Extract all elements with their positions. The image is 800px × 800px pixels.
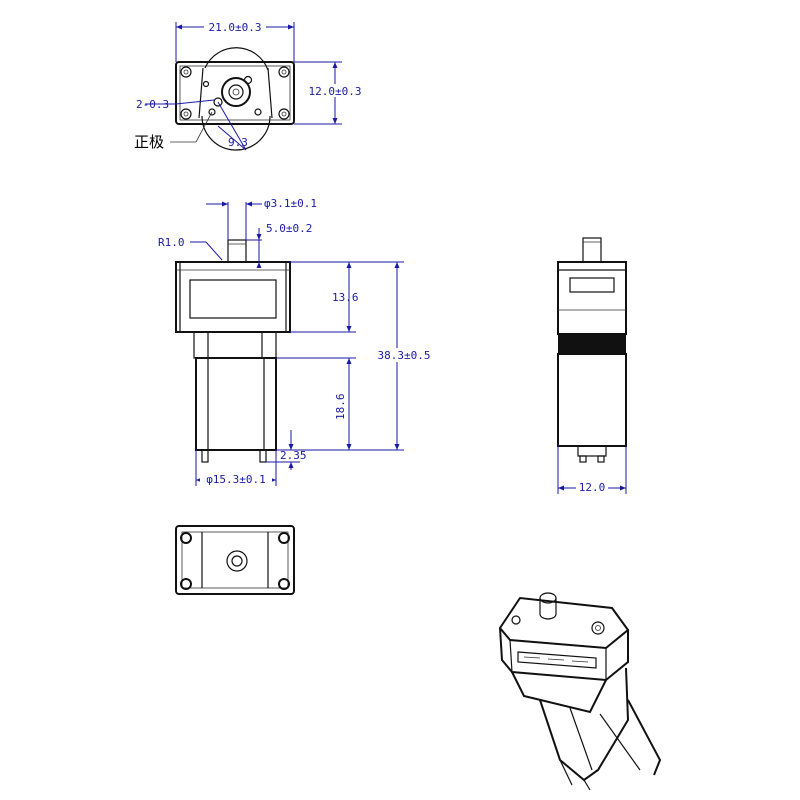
top-width-dim: 21.0±0.3 <box>209 21 262 34</box>
side-view: 12.0 <box>557 237 627 494</box>
shaft-dia-dim: φ3.1±0.1 <box>264 197 317 210</box>
top-height-dim: 12.0±0.3 <box>309 85 362 98</box>
polarity-label: 正极 <box>134 133 164 151</box>
top-view: 21.0±0.3 12.0±0.3 2-0.3 9.3 正极 <box>134 20 372 151</box>
offset-dim: 9.3 <box>228 136 248 149</box>
motor-dia-dim: φ15.3±0.1 <box>206 473 266 486</box>
terminal-height-dim: 2.35 <box>280 449 307 462</box>
side-width-dim: 12.0 <box>579 481 606 494</box>
hole-dim: 2-0.3 <box>136 98 169 111</box>
output-hub-icon <box>221 77 251 107</box>
corner-screw-icon <box>180 66 290 120</box>
front-view: φ3.1±0.1 5.0±0.2 R1.0 13.6 38.3±0.5 18.6 <box>158 197 432 486</box>
corner-screw-icon <box>180 532 290 590</box>
bottom-view <box>175 525 295 595</box>
iso-view <box>498 592 662 791</box>
motor-end-icon <box>226 550 248 572</box>
motor-height-dim: 18.6 <box>334 394 347 421</box>
shaft-len-dim: 5.0±0.2 <box>266 222 312 235</box>
total-height-dim: 38.3±0.5 <box>378 349 431 362</box>
gearbox-height-dim: 13.6 <box>332 291 359 304</box>
radius-dim: R1.0 <box>158 236 185 249</box>
